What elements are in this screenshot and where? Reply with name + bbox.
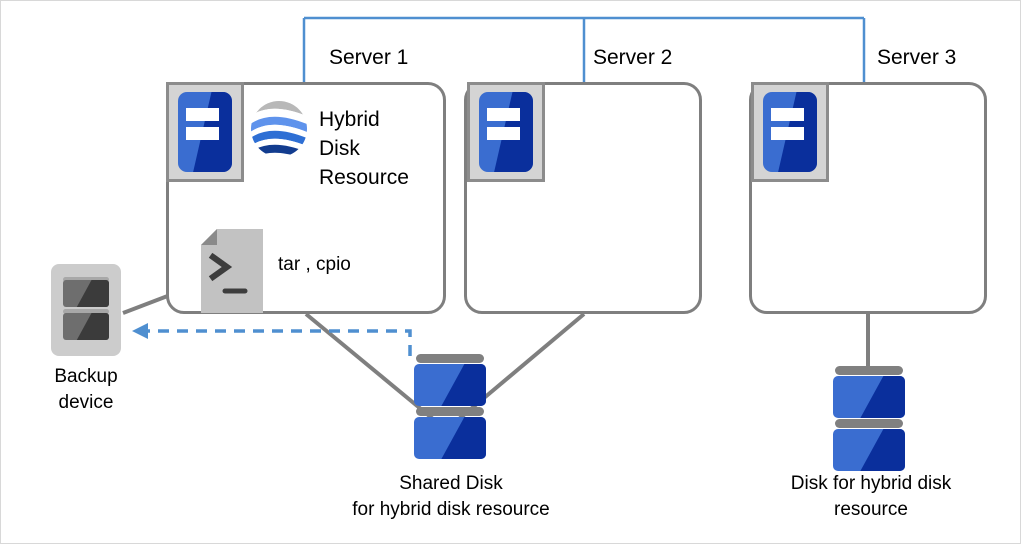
disk-cap	[835, 366, 903, 375]
server-label-2: Server 2	[593, 46, 673, 69]
backup-disk-body	[63, 313, 109, 340]
script-label: tar , cpio	[278, 254, 351, 275]
disk-body	[414, 417, 486, 459]
server-box-3[interactable]	[749, 82, 987, 314]
server-icon-slot	[486, 127, 521, 141]
hybrid-disk-resource-icon	[251, 101, 307, 157]
server3-disk-caption: Disk for hybrid disk resource	[741, 471, 1001, 523]
backup-disk-body	[63, 280, 109, 307]
server-icon-body	[178, 92, 232, 172]
server-icon-slot	[185, 127, 220, 141]
backup-device-label: Backup device	[21, 364, 151, 416]
server3-disk-caption-line-1: Disk for hybrid disk	[790, 473, 952, 494]
backup-label-line-2: device	[58, 392, 114, 413]
server3-disk-caption-line-2: resource	[834, 499, 908, 520]
shared-disk-icon	[414, 354, 486, 466]
backup-disk-cap	[63, 309, 109, 314]
disk-cap	[416, 407, 484, 416]
script-terminal-icon	[201, 229, 263, 313]
backup-label-line-1: Backup	[54, 366, 118, 387]
server-box-2[interactable]	[464, 82, 702, 314]
server-icon-slot	[770, 108, 805, 121]
hybrid-label-line-2: Disk	[319, 137, 360, 160]
server-icon-slot	[770, 127, 805, 141]
server-label-3: Server 3	[877, 46, 957, 69]
disk-cap	[416, 354, 484, 363]
shared-disk-caption: Shared Disk for hybrid disk resource	[321, 471, 581, 523]
disk-cap	[835, 419, 903, 428]
disk-body	[414, 364, 486, 406]
shared-disk-caption-line-2: for hybrid disk resource	[352, 499, 550, 520]
server-label-1: Server 1	[329, 46, 409, 69]
shared-disk-caption-line-1: Shared Disk	[399, 473, 503, 494]
server-icon-body	[479, 92, 533, 172]
disk-body	[833, 376, 905, 418]
server-icon	[751, 82, 829, 182]
disk-body	[833, 429, 905, 471]
server-icon-slot	[185, 108, 220, 121]
server-icon-slot	[486, 108, 521, 121]
server-icon-body	[763, 92, 817, 172]
server-icon	[166, 82, 244, 182]
server3-disk-icon	[833, 366, 905, 478]
hybrid-disk-resource-label: Hybrid Disk Resource	[319, 105, 439, 192]
hybrid-label-line-3: Resource	[319, 166, 409, 189]
hybrid-label-line-1: Hybrid	[319, 108, 380, 131]
server-icon	[467, 82, 545, 182]
backup-arrow	[132, 323, 412, 356]
backup-device-icon	[51, 264, 121, 356]
